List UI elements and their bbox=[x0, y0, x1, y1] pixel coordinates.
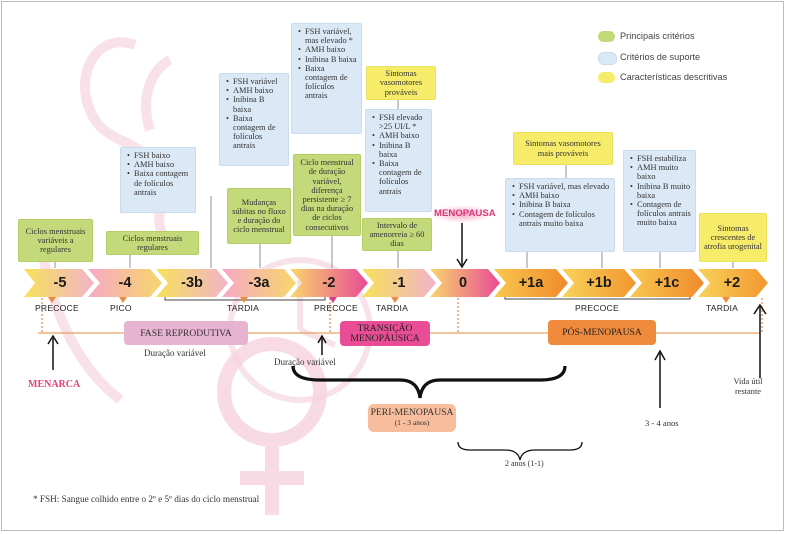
menopausa-arrow bbox=[456, 223, 468, 269]
venus-symbol-decoration bbox=[217, 337, 327, 515]
support-item: Baixa contagem de folículos antrais bbox=[298, 64, 357, 101]
segment-label: +1c bbox=[654, 275, 680, 291]
segment-arrow bbox=[222, 269, 296, 297]
support-item: FSH elevado >25 UI/L * bbox=[372, 113, 427, 131]
segment-label: -5 bbox=[53, 275, 67, 291]
support-box-s2: FSH variável, mas elevado * AMH baixo In… bbox=[291, 23, 362, 134]
support-item: AMH baixo bbox=[512, 191, 610, 200]
support-item: FSH baixo bbox=[127, 151, 191, 160]
support-item: Baixa contagem de folículos antrais bbox=[226, 114, 284, 151]
criteria-box-s1: Intervalo de amenorreia ≥ 60 dias bbox=[362, 218, 432, 251]
support-item: Baixa contagem de folículos antrais bbox=[127, 169, 191, 197]
criteria-box-s3a: Mudanças súbitas no fluxo e duração do c… bbox=[227, 188, 291, 244]
support-item: Contagem de folículos antrais muito baix… bbox=[512, 210, 610, 228]
support-box-s4: FSH baixo AMH baixo Baixa contagem de fo… bbox=[120, 147, 196, 213]
support-item: Inibina B muito baixa bbox=[630, 182, 691, 200]
caption-duracao: Duração variável bbox=[274, 357, 336, 367]
criteria-box-s2: Ciclo menstrual de duração variável, dif… bbox=[293, 154, 361, 236]
criteria-box-s5: Ciclos menstruais variáveis a regulares bbox=[18, 219, 93, 262]
support-item: Inibina B baixa bbox=[298, 55, 357, 64]
segment-arrow bbox=[494, 269, 568, 297]
legend-swatch-main bbox=[598, 31, 615, 42]
sub-label-precoce: PRECOCE bbox=[314, 303, 358, 313]
segment-arrow bbox=[562, 269, 636, 297]
support-item: Inibina B baixa bbox=[512, 200, 610, 209]
support-item: AMH baixo bbox=[127, 160, 191, 169]
legend-label: Características descritivas bbox=[620, 72, 728, 82]
support-box-s3a: FSH variável AMH baixo Inibina B baixa B… bbox=[219, 73, 289, 166]
segment-arrow bbox=[88, 269, 162, 297]
segment-label: -3a bbox=[248, 275, 270, 291]
legend-label: Principais critérios bbox=[620, 31, 695, 41]
segment-label: -2 bbox=[322, 275, 336, 291]
sub-label-tardia: TARDIA bbox=[706, 303, 739, 313]
peri-title: PERI-MENOPAUSA bbox=[370, 407, 454, 418]
segment-arrow bbox=[362, 269, 436, 297]
caption-vida-util: Vida útil restante bbox=[733, 377, 763, 396]
peri-brace bbox=[291, 365, 567, 399]
criteria-box-s4: Ciclos menstruais regulares bbox=[106, 231, 199, 255]
sub-label-precoce: PRECOCE bbox=[35, 303, 79, 313]
legend-label: Critérios de suporte bbox=[620, 52, 701, 62]
caption-tres-quatro-anos: 3 - 4 anos bbox=[645, 418, 679, 428]
segment-label: +1b bbox=[586, 275, 612, 291]
segment-arrow bbox=[290, 269, 368, 297]
segment-label: -1 bbox=[392, 275, 406, 291]
segment-label: 0 bbox=[458, 275, 468, 291]
support-item: FSH estabiliza bbox=[630, 154, 691, 163]
footnote: * FSH: Sangue colhido entre o 2º e 5º di… bbox=[33, 494, 260, 504]
sub-label-tardia: TARDIA bbox=[227, 303, 260, 313]
segment-arrow bbox=[24, 269, 94, 297]
stage-pos-menopausa: PÓS-MENOPAUSA bbox=[548, 320, 656, 345]
stage-transicao: TRANSIÇÃO MENOPÁUSICA bbox=[340, 321, 430, 346]
sub-label-precoce: PRECOCE bbox=[575, 303, 619, 313]
support-item: FSH variável bbox=[226, 77, 284, 86]
arrow-segments bbox=[24, 269, 768, 297]
descriptive-box-s2: Sintomas crescentes de atrofia urogenita… bbox=[699, 213, 767, 262]
segment-arrow bbox=[156, 269, 228, 297]
caption-menarca: MENARCA bbox=[28, 379, 81, 390]
segment-arrow bbox=[430, 269, 500, 297]
stage-reprodutiva: FASE REPRODUTIVA bbox=[124, 321, 248, 345]
sub-label-pico: PICO bbox=[110, 303, 132, 313]
stage-peri-menopausa: PERI-MENOPAUSA (1 - 3 anos) bbox=[368, 404, 456, 432]
menopausa-glow bbox=[430, 205, 494, 223]
support-item: Inibina B baixa bbox=[226, 95, 284, 113]
legend-swatch-support bbox=[598, 52, 617, 65]
sub-label-tardia: TARDIA bbox=[376, 303, 409, 313]
caption-duracao: Duração variável bbox=[144, 348, 206, 358]
two-years-brace bbox=[457, 441, 583, 461]
support-item: Inibina B baixa bbox=[372, 141, 427, 159]
segment-arrow bbox=[698, 269, 768, 297]
support-item: AMH baixo bbox=[298, 45, 357, 54]
support-item: FSH variável, mas elevado * bbox=[298, 27, 357, 45]
segment-label: -3b bbox=[181, 275, 203, 291]
menopausa-label: MENOPAUSA bbox=[434, 208, 496, 219]
support-item: AMH baixo bbox=[226, 86, 284, 95]
support-item: FSH variável, mas elevado bbox=[512, 182, 610, 191]
descriptive-box-s1: Sintomas vasomotores prováveis bbox=[366, 66, 436, 100]
support-box-s1ab: FSH variável, mas elevado AMH baixo Inib… bbox=[505, 178, 615, 252]
descriptive-box-s1ab: Sintomas vasomotores mais prováveis bbox=[513, 132, 613, 165]
support-item: Baixa contagem de folículos antrais bbox=[372, 159, 427, 196]
support-item: AMH baixo bbox=[372, 131, 427, 140]
caption-dois-anos: 2 anos (1-1) bbox=[505, 459, 544, 468]
segment-label: +2 bbox=[723, 275, 741, 291]
support-item: AMH muito baixo bbox=[630, 163, 691, 181]
peri-sub: (1 - 3 anos) bbox=[394, 418, 430, 427]
support-box-s1c: FSH estabiliza AMH muito baixo Inibina B… bbox=[623, 150, 696, 252]
segment-arrow bbox=[630, 269, 704, 297]
segment-label: +1a bbox=[518, 275, 544, 291]
support-item: Contagem de folículos antrais muito baix… bbox=[630, 200, 691, 228]
legend-swatch-descriptive bbox=[598, 72, 615, 83]
support-box-s1: FSH elevado >25 UI/L * AMH baixo Inibina… bbox=[365, 109, 432, 212]
segment-label: -4 bbox=[118, 275, 132, 291]
